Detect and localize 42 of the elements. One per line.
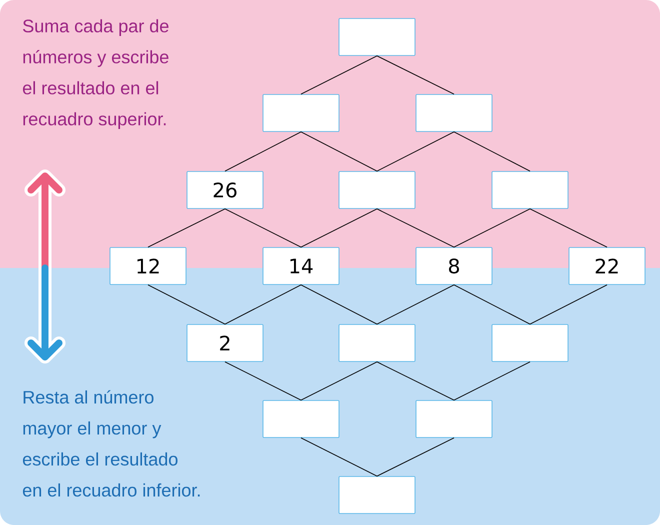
number-box: 22 (568, 247, 646, 285)
connector-line (148, 208, 226, 248)
connector-line (454, 284, 530, 324)
number-box: 26 (186, 171, 264, 209)
number-box: 12 (110, 247, 186, 285)
connector-line (454, 208, 530, 248)
number-box: 8 (416, 247, 492, 285)
answer-box (338, 171, 416, 209)
answer-box (338, 18, 416, 56)
connector-line (224, 362, 302, 400)
answer-box (492, 324, 568, 362)
number-box: 14 (262, 247, 340, 285)
connector-line (224, 284, 302, 324)
answer-box (262, 94, 340, 132)
connector-line (300, 56, 378, 94)
connector-line (454, 132, 530, 172)
answer-box (492, 171, 568, 209)
connector-line (376, 56, 454, 94)
connector-line (376, 284, 454, 324)
connector-line (376, 362, 454, 400)
instruction-text: Resta al número mayor el menor y escribe el resultado en el recuadro inferior. (22, 390, 200, 497)
connector-line (376, 132, 454, 172)
connector-line (376, 438, 454, 476)
connector-line (300, 362, 378, 400)
connector-line (530, 284, 608, 324)
answer-box (416, 400, 492, 438)
instruction-text: Suma cada par de números y escribe el resultado en el recuadro superior. (22, 19, 168, 129)
answer-box (416, 94, 492, 132)
connector-line (300, 132, 378, 172)
connector-line (224, 208, 302, 248)
connector-line (300, 438, 378, 476)
connector-line (454, 362, 530, 400)
answer-box (262, 400, 340, 438)
answer-box (338, 324, 416, 362)
connector-line (300, 284, 378, 324)
connector-line (224, 132, 302, 172)
connector-line (530, 208, 608, 248)
connector-line (376, 208, 454, 248)
number-box: 2 (186, 324, 264, 362)
connector-line (300, 208, 378, 248)
connector-line (148, 284, 226, 324)
answer-box (338, 476, 416, 514)
